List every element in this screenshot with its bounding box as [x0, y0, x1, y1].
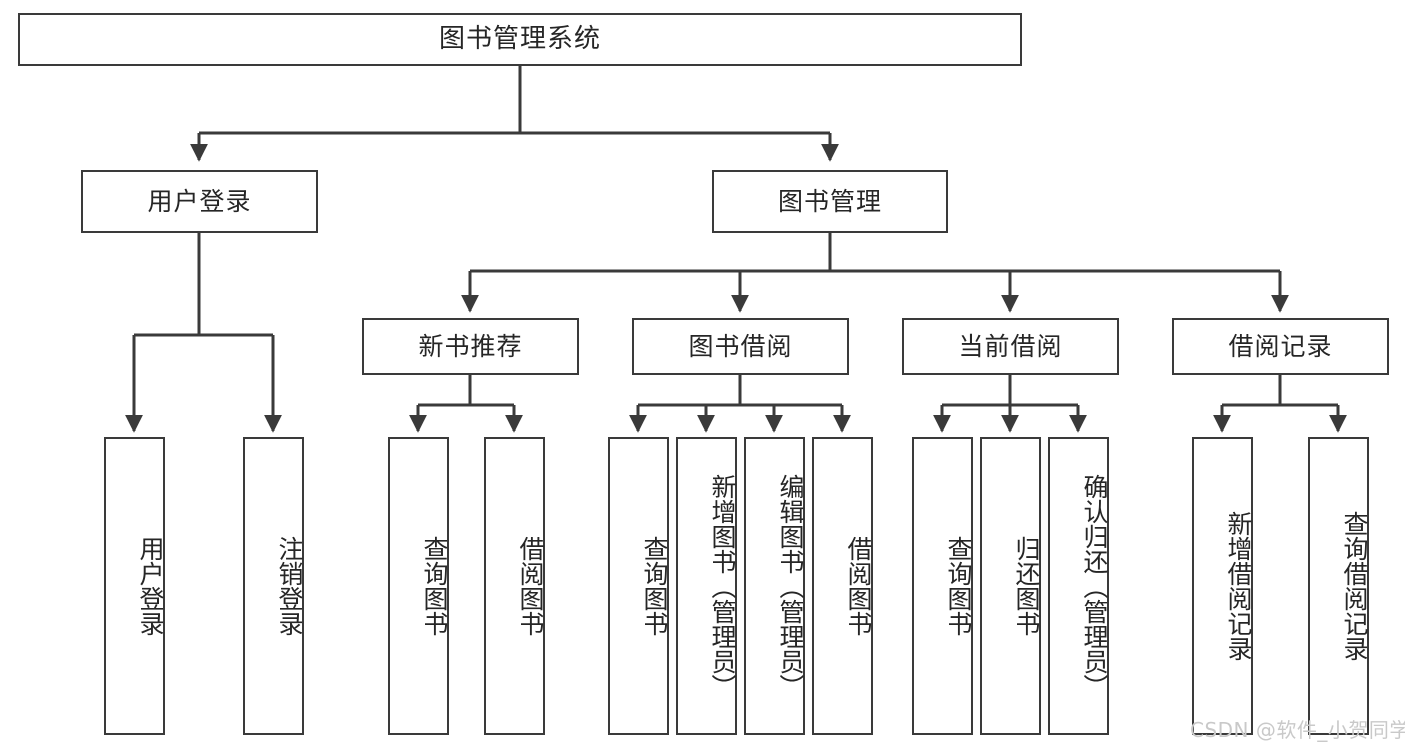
leaf-user-login[interactable]: 用户登录: [104, 437, 165, 735]
node-book-management[interactable]: 图书管理: [712, 170, 948, 233]
node-new-book-recommend[interactable]: 新书推荐: [362, 318, 579, 375]
node-borrow-record[interactable]: 借阅记录: [1172, 318, 1389, 375]
leaf-current-confirm-return-admin[interactable]: 确认归还（管理员）: [1048, 437, 1109, 735]
node-current-borrow[interactable]: 当前借阅: [902, 318, 1119, 375]
leaf-current-query-book[interactable]: 查询图书: [912, 437, 973, 735]
leaf-current-return-book[interactable]: 归还图书: [980, 437, 1041, 735]
leaf-borrow-query-book[interactable]: 查询图书: [608, 437, 669, 735]
leaf-borrow-add-book-admin[interactable]: 新增图书（管理员）: [676, 437, 737, 735]
leaf-recommend-query-book[interactable]: 查询图书: [388, 437, 449, 735]
leaf-record-add-borrow-record[interactable]: 新增借阅记录: [1192, 437, 1253, 735]
leaf-record-query-borrow-record[interactable]: 查询借阅记录: [1308, 437, 1369, 735]
leaf-borrow-edit-book-admin[interactable]: 编辑图书（管理员）: [744, 437, 805, 735]
node-book-borrow[interactable]: 图书借阅: [632, 318, 849, 375]
leaf-user-logout[interactable]: 注销登录: [243, 437, 304, 735]
leaf-recommend-borrow-book[interactable]: 借阅图书: [484, 437, 545, 735]
node-root-system[interactable]: 图书管理系统: [18, 13, 1022, 66]
node-user-login[interactable]: 用户登录: [81, 170, 318, 233]
csdn-watermark: CSDN @软件_小贺同学: [1190, 718, 1405, 742]
leaf-borrow-borrow-book[interactable]: 借阅图书: [812, 437, 873, 735]
